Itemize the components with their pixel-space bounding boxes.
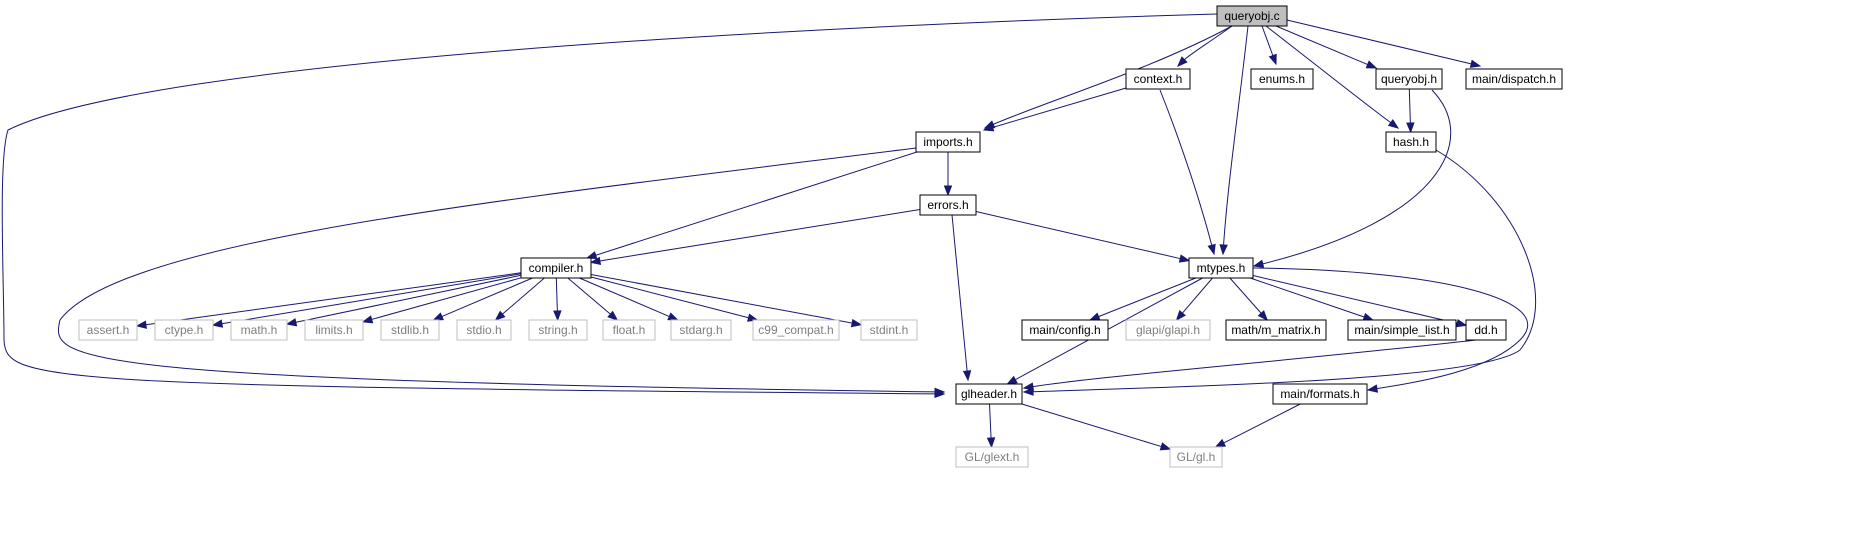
edge-queryobj_c-to-context_h <box>1177 25 1233 67</box>
node-label: compiler.h <box>529 261 584 275</box>
node-gl-gl-h: GL/gl.h <box>1169 446 1223 468</box>
edge-hash_h-to-glheader_h <box>1022 149 1536 396</box>
node-queryobj-h[interactable]: queryobj.h <box>1375 68 1443 90</box>
node-label: string.h <box>538 323 577 337</box>
node-label: c99_compat.h <box>758 323 833 337</box>
node-label: GL/gl.h <box>1177 450 1216 464</box>
edge-queryobj_c-to-main_dispatch_h <box>1286 19 1482 68</box>
node-math-m-matrix-h[interactable]: math/m_matrix.h <box>1225 319 1327 341</box>
edge-compiler_h-to-ctype_h <box>211 273 522 328</box>
node-dd-h[interactable]: dd.h <box>1465 319 1507 341</box>
node-limits-h: limits.h <box>304 319 364 341</box>
edge-errors_h-to-compiler_h <box>589 209 921 266</box>
edge-imports_h-to-glheader_h <box>57 147 946 397</box>
edge-mtypes_h-to-main_formats_h <box>1252 267 1529 393</box>
node-label: main/formats.h <box>1280 387 1359 401</box>
node-stdarg-h: stdarg.h <box>670 319 732 341</box>
edge-context_h-to-mtypes_h <box>1159 89 1216 256</box>
edge-queryobj_c-to-mtypes_h <box>1219 25 1249 256</box>
node-hash-h[interactable]: hash.h <box>1385 131 1437 153</box>
node-queryobj-c[interactable]: queryobj.c <box>1216 5 1288 27</box>
edge-queryobj_c-to-imports_h <box>983 25 1233 129</box>
node-label: math/m_matrix.h <box>1231 323 1320 337</box>
node-label: math.h <box>241 323 278 337</box>
edge-queryobj_h-to-mtypes_h <box>1252 89 1452 268</box>
node-label: main/config.h <box>1029 323 1100 337</box>
node-label: float.h <box>613 323 646 337</box>
node-string-h: string.h <box>528 319 588 341</box>
node-main-dispatch-h[interactable]: main/dispatch.h <box>1465 68 1563 90</box>
edge-queryobj_c-to-hash_h <box>1265 25 1400 129</box>
edge-errors_h-to-mtypes_h <box>975 211 1191 263</box>
node-context-h[interactable]: context.h <box>1125 68 1191 90</box>
node-label: errors.h <box>927 198 968 212</box>
node-imports-h[interactable]: imports.h <box>915 131 981 153</box>
node-label: context.h <box>1134 72 1183 86</box>
edge-compiler_h-to-stdlib_h <box>432 277 533 321</box>
edge-mtypes_h-to-dd_h <box>1252 275 1468 328</box>
node-label: hash.h <box>1393 135 1429 149</box>
node-label: main/simple_list.h <box>1354 323 1449 337</box>
edge-compiler_h-to-math_h <box>285 274 522 327</box>
node-label: glheader.h <box>961 387 1017 401</box>
node-label: dd.h <box>1474 323 1497 337</box>
node-stdint-h: stdint.h <box>860 319 918 341</box>
node-float-h: float.h <box>602 319 656 341</box>
node-label: stdio.h <box>466 323 501 337</box>
edge-mtypes_h-to-main_simple_list_h <box>1250 277 1375 321</box>
node-label: main/dispatch.h <box>1472 72 1556 86</box>
node-math-h: math.h <box>230 319 288 341</box>
edge-compiler_h-to-stdio_h <box>494 277 545 321</box>
node-stdlib-h: stdlib.h <box>380 319 440 341</box>
edge-queryobj_h-to-hash_h <box>1406 88 1415 134</box>
node-ctype-h: ctype.h <box>154 319 214 341</box>
edge-glheader_h-to-gl_glext_h <box>986 403 996 449</box>
node-label: imports.h <box>923 135 972 149</box>
node-compiler-h[interactable]: compiler.h <box>520 257 592 279</box>
node-label: glapi/glapi.h <box>1136 323 1200 337</box>
node-enums-h[interactable]: enums.h <box>1250 68 1314 90</box>
edge-compiler_h-to-stdint_h <box>590 274 863 328</box>
edge-compiler_h-to-c99_compat_h <box>590 276 759 322</box>
edge-errors_h-to-glheader_h <box>951 214 972 382</box>
edge-context_h-to-imports_h <box>982 87 1127 132</box>
edge-imports_h-to-compiler_h <box>585 151 918 260</box>
node-label: queryobj.h <box>1381 72 1437 86</box>
edge-queryobj_c-to-queryobj_h <box>1275 25 1378 69</box>
edge-main_formats_h-to-gl_gl_h <box>1214 403 1301 448</box>
node-assert-h: assert.h <box>78 319 138 341</box>
node-main-config-h[interactable]: main/config.h <box>1021 319 1109 341</box>
edge-dd_h-to-glheader_h <box>1022 339 1477 391</box>
edge-compiler_h-to-float_h <box>567 277 619 321</box>
edge-queryobj_c-to-enums_h <box>1261 25 1277 66</box>
node-main-formats-h[interactable]: main/formats.h <box>1272 383 1368 405</box>
node-label: queryobj.c <box>1224 9 1279 23</box>
edge-glheader_h-to-gl_gl_h <box>1021 403 1172 451</box>
node-main-simple-list-h[interactable]: main/simple_list.h <box>1347 319 1457 341</box>
edge-mtypes_h-to-math_m_matrix_h <box>1229 277 1269 322</box>
node-label: stdlib.h <box>391 323 429 337</box>
node-label: enums.h <box>1259 72 1305 86</box>
edge-compiler_h-to-string_h <box>553 277 562 322</box>
node-stdio-h: stdio.h <box>456 319 512 341</box>
node-glapi-glapi-h: glapi/glapi.h <box>1125 319 1211 341</box>
edge-imports_h-to-errors_h <box>943 152 953 197</box>
node-label: mtypes.h <box>1197 261 1246 275</box>
edge-mtypes_h-to-glapi_glapi_h <box>1175 277 1213 322</box>
edge-compiler_h-to-limits_h <box>361 277 522 324</box>
node-c99-compat-h: c99_compat.h <box>752 319 840 341</box>
node-gl-glext-h: GL/glext.h <box>955 446 1029 468</box>
node-errors-h[interactable]: errors.h <box>919 194 977 216</box>
node-label: assert.h <box>87 323 130 337</box>
node-glheader-h[interactable]: glheader.h <box>955 383 1023 405</box>
edge-compiler_h-to-stdarg_h <box>579 277 679 321</box>
node-label: limits.h <box>315 323 352 337</box>
node-label: ctype.h <box>165 323 204 337</box>
node-label: stdarg.h <box>679 323 722 337</box>
node-label: GL/glext.h <box>965 450 1020 464</box>
node-mtypes-h[interactable]: mtypes.h <box>1188 257 1254 279</box>
node-label: stdint.h <box>870 323 909 337</box>
edge-compiler_h-to-assert_h <box>135 272 522 329</box>
